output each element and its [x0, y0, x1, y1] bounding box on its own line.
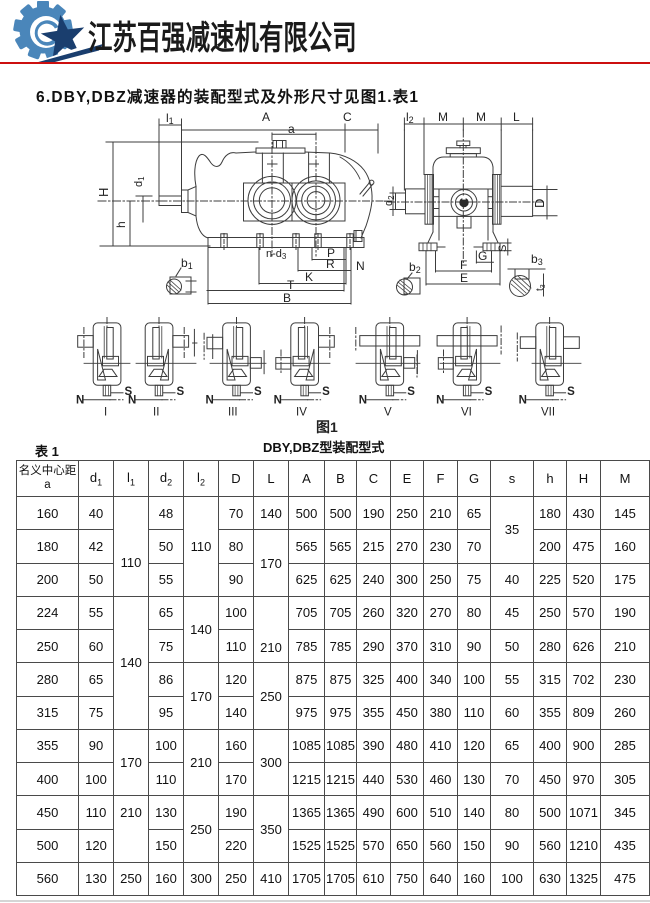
svg-text:II: II: [153, 407, 159, 419]
svg-text:S: S: [254, 386, 262, 398]
svg-text:M: M: [476, 110, 486, 124]
svg-text:T: T: [287, 278, 295, 292]
svg-text:V: V: [384, 407, 392, 419]
svg-text:P: P: [327, 246, 335, 260]
svg-text:N: N: [274, 395, 282, 407]
svg-text:d2: d2: [383, 195, 396, 206]
svg-text:b3: b3: [531, 252, 543, 267]
svg-text:M: M: [438, 110, 448, 124]
svg-text:B: B: [283, 291, 291, 305]
svg-text:C: C: [343, 110, 352, 124]
svg-text:III: III: [228, 407, 238, 419]
svg-text:L: L: [513, 110, 520, 124]
svg-text:S: S: [322, 386, 330, 398]
svg-text:N: N: [359, 395, 367, 407]
svg-text:l2: l2: [406, 110, 414, 125]
svg-text:S: S: [567, 386, 575, 398]
svg-text:S: S: [497, 245, 509, 252]
svg-text:E: E: [460, 271, 468, 285]
svg-text:VII: VII: [541, 407, 555, 419]
svg-text:b1: b1: [181, 256, 193, 271]
svg-text:VI: VI: [461, 407, 472, 419]
svg-text:R: R: [326, 257, 335, 271]
svg-text:图1: 图1: [316, 419, 338, 435]
svg-text:S: S: [485, 386, 493, 398]
svg-text:N: N: [356, 259, 365, 273]
svg-text:I: I: [104, 407, 107, 419]
svg-text:A: A: [262, 110, 270, 124]
svg-text:h: h: [114, 221, 128, 228]
svg-text:n-d3: n-d3: [266, 248, 287, 261]
svg-text:H: H: [96, 188, 111, 197]
svg-text:t3: t3: [535, 284, 547, 291]
svg-text:S: S: [177, 386, 185, 398]
svg-text:d1: d1: [133, 176, 146, 187]
svg-text:S: S: [125, 386, 133, 398]
svg-text:IV: IV: [296, 407, 307, 419]
svg-text:N: N: [76, 395, 84, 407]
svg-text:a: a: [288, 122, 295, 136]
svg-text:D: D: [532, 199, 547, 208]
svg-text:b2: b2: [409, 260, 421, 275]
svg-text:l1: l1: [166, 111, 174, 126]
svg-text:G: G: [478, 249, 487, 263]
svg-text:K: K: [305, 270, 313, 284]
svg-text:N: N: [519, 395, 527, 407]
svg-text:S: S: [407, 386, 415, 398]
svg-text:N: N: [206, 395, 214, 407]
svg-text:F: F: [460, 258, 467, 272]
svg-text:N: N: [436, 395, 444, 407]
svg-text:N: N: [128, 395, 136, 407]
